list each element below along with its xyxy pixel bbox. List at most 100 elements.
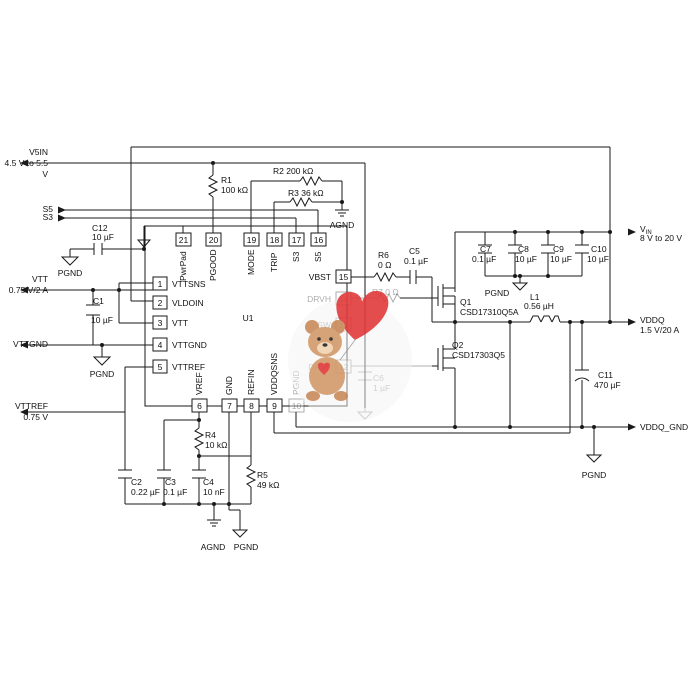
pin-1-label: VTTSNS [172,279,206,289]
v5in-label: V5IN [29,147,48,157]
pin-17-number: 17 [292,235,302,245]
c6-ref: C6 [373,373,384,383]
c2-value: 0.22 µF [131,487,160,497]
input-capacitors [478,244,589,254]
pin-21-number: 21 [179,235,189,245]
pgnd-input-ground-icon [511,282,529,291]
c5-ref: C5 [409,246,420,256]
pin-5-number: 5 [158,362,163,372]
c1-capacitor [86,304,100,316]
agnd-top-label: AGND [330,220,355,230]
heart-balloon-icon [336,290,389,340]
ic-name: U1 [243,313,254,323]
vin-range-label: 8 V to 20 V [640,233,682,243]
pgnd-output-label: PGND [582,470,607,480]
pin-8-number: 8 [249,401,254,411]
pin-15-number: 15 [339,272,349,282]
ic-top-pins: 21 20 19 18 17 16 PwrPad PGOOD MODE TRIP… [175,232,327,281]
c12-value: 10 µF [92,232,114,242]
q2-mosfet [432,345,456,371]
pin-18-label: TRIP [269,252,279,272]
l1-value: 0.56 µH [524,301,554,311]
pin-5-label: VTTREF [172,362,205,372]
pin-14-label: DRVH [307,294,331,304]
pin-6-number: 6 [197,401,202,411]
pin-20-number: 20 [209,235,219,245]
vddq-label: VDDQ [640,315,665,325]
pin-18-number: 18 [270,235,280,245]
c3-ref: C3 [165,477,176,487]
pin-10-number: 10 [292,401,302,411]
pin-15-label: VBST [309,272,331,282]
pin-10-label: PGND [291,370,301,395]
c12-capacitor [93,243,103,255]
c8-ref: C8 [518,244,529,254]
c9-ref: C9 [553,244,564,254]
vddq-rating-label: 1.5 V/20 A [640,325,680,335]
r5-value: 49 kΩ [257,480,279,490]
pin-19-label: MODE [246,249,256,275]
pin-19-number: 19 [247,235,257,245]
agnd-top-ground-icon [335,209,349,217]
pin-16-number: 16 [314,235,324,245]
vttref-label: VTTREF [15,401,48,411]
l1-ref: L1 [530,292,540,302]
c10-ref: C10 [591,244,607,254]
c6-ground-icon [356,380,374,420]
pgnd-bottom-label: PGND [234,542,259,552]
r2-r3-network [250,175,343,233]
c11-ref: C11 [598,370,613,380]
pin-6-label: VREF [194,372,204,395]
v5in-unit-label: V [42,169,48,179]
c7-ref: C7 [480,244,491,254]
left-net-labels: V5IN 4.5 V to 5.5 V S5 S3 VTT 0.75 V/2 A… [5,147,54,422]
pgnd-c12-label: PGND [58,268,83,278]
r6-value: 0 Ω [378,260,391,270]
pin-2-number: 2 [158,298,163,308]
c5-value: 0.1 µF [404,256,428,266]
pin-4-number: 4 [158,340,163,350]
left-wires [28,146,611,470]
ic-bottom-pins: 6 7 8 9 10 VREF GND REFIN VDDQSNS PGND [191,353,305,413]
vin-label: VIN [640,224,652,236]
q1-ref: Q1 [460,297,472,307]
pgnd-input-label: PGND [485,288,510,298]
watermark-bear-heart [288,290,412,422]
right-arrowheads [628,228,636,431]
c11-value: 470 µF [594,380,621,390]
vttref-voltage-label: 0.75 V [23,412,48,422]
pwrpad-ground-icon [136,239,152,248]
r5-ref: R5 [257,470,268,480]
agnd-bottom-label: AGND [201,542,226,552]
q2-part: CSD17303Q5 [452,350,505,360]
pin-2-label: VLDOIN [172,298,204,308]
q1-part: CSD17310Q5A [460,307,519,317]
pin-3-label: VTT [172,318,188,328]
pgnd-output-ground-icon [585,454,603,463]
vtt-label: VTT [32,274,48,284]
r6-ref: R6 [378,250,389,260]
junction-dots [91,161,612,429]
vddq-gnd-label: VDDQ_GND [640,422,688,432]
c12-ref: C12 [92,223,108,233]
c1-ref: C1 [93,296,104,306]
c3-value: 0.1 µF [163,487,187,497]
r1-resistor [207,174,219,233]
switch-wires [273,231,628,455]
q1-mosfet [437,284,456,308]
c6-value: 1 µF [373,383,390,393]
c9-value: 10 µF [550,254,572,264]
bottom-network [118,412,257,530]
r3-label: R3 36 kΩ [288,188,324,198]
pgnd-vttgnd-label: PGND [90,369,115,379]
pin-13-label: SW [317,320,331,330]
pin-17-label: S3 [291,251,301,262]
c4-value: 10 nF [203,487,225,497]
pin-4-label: VTTGND [172,340,207,350]
r7-label: R7 0 Ω [372,287,399,297]
bottom-junctions [162,418,231,506]
ic-left-pins: 1 2 3 4 5 VTTSNS VLDOIN VTT VTTGND VTTRE… [152,276,207,374]
c8-value: 10 µF [515,254,537,264]
vttgnd-label: VTTGND [13,339,48,349]
